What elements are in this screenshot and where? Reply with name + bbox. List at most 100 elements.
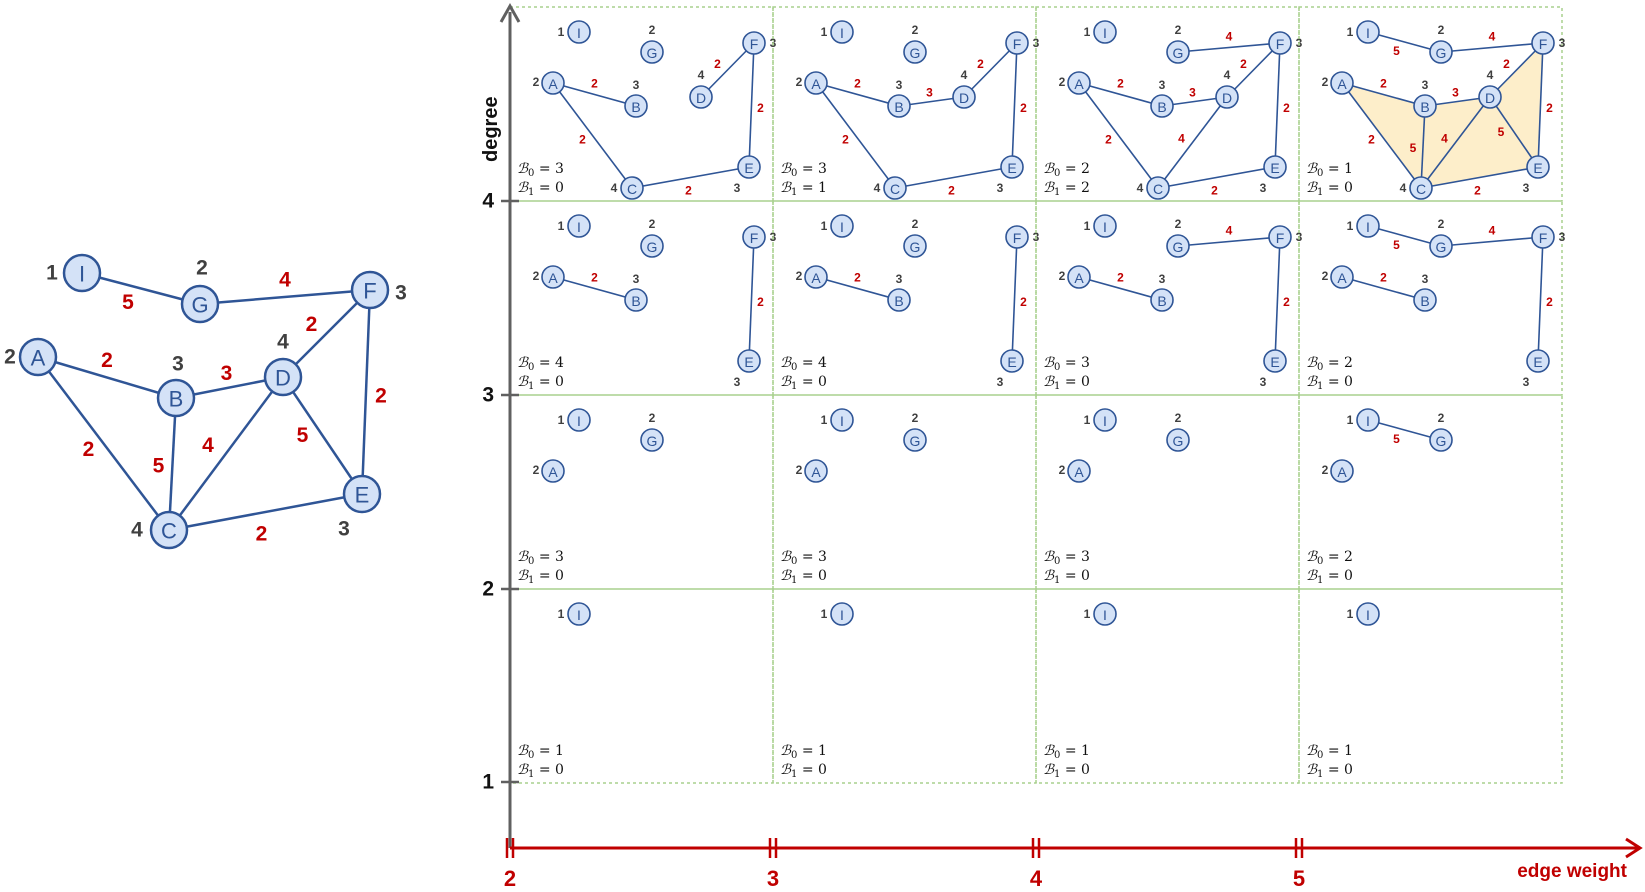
- cell-node-degree-I: 1: [1084, 25, 1091, 39]
- cell-edge-weight-CE: 2: [1211, 184, 1218, 198]
- cell-node-label-B: B: [1420, 293, 1429, 309]
- cell-node-circle-E: [737, 155, 761, 179]
- main-node-label-B: B: [169, 387, 184, 412]
- cell-node-label-I: I: [1366, 219, 1370, 235]
- cell-node-I: I1: [1347, 602, 1380, 626]
- cell-node-label-I: I: [1366, 413, 1370, 429]
- cell-node-degree-G: 2: [649, 217, 656, 231]
- cell-edge-weight-CE: 2: [1474, 184, 1481, 198]
- cell-node-B: B3: [887, 272, 911, 312]
- main-node-circle-D: [263, 357, 303, 397]
- cell-node-degree-D: 4: [698, 68, 705, 82]
- cell-node-D: D4: [952, 68, 976, 109]
- cell-node-degree-I: 1: [821, 219, 828, 233]
- cell-edge-GF: [1177, 42, 1281, 53]
- main-node-circle-G: [180, 284, 220, 324]
- main-edge-weight-EF: 2: [375, 385, 387, 408]
- main-node-label-I: I: [79, 262, 85, 287]
- main-edge-weight-GF: 4: [279, 269, 291, 292]
- cell-edge-weight-DF: 2: [1240, 57, 1247, 71]
- cell-node-label-B: B: [1157, 99, 1166, 115]
- cell-node-label-G: G: [1436, 239, 1447, 255]
- cell-node-degree-I: 1: [1084, 413, 1091, 427]
- cell-border: [1298, 6, 1563, 202]
- main-edge-weight-BC: 5: [153, 455, 165, 478]
- cell-node-circle-F: [1531, 225, 1555, 249]
- cell-node-label-E: E: [1533, 354, 1542, 370]
- cell-node-A: A2: [796, 459, 828, 483]
- cell-nodes: I1: [1084, 602, 1117, 626]
- cell-node-label-A: A: [811, 76, 821, 92]
- cell-node-circle-B: [887, 94, 911, 118]
- cell-edge-AB: [1078, 276, 1163, 301]
- betti-1-value: 0: [1344, 374, 1353, 390]
- betti-1-value: 0: [1081, 374, 1090, 390]
- cell-node-circle-B: [1413, 288, 1437, 312]
- cell-node-label-A: A: [548, 76, 558, 92]
- main-node-label-F: F: [363, 279, 376, 304]
- cell-node-label-B: B: [1157, 293, 1166, 309]
- cell-node-label-G: G: [910, 45, 921, 61]
- cell-node-E: E3: [1260, 349, 1287, 389]
- cell-node-label-F: F: [750, 230, 759, 246]
- betti-1: ℬ1 = 0: [780, 568, 827, 586]
- betti-1: ℬ1 = 0: [1306, 374, 1353, 392]
- cell-node-label-G: G: [1173, 433, 1184, 449]
- main-edge-weight-DF: 2: [306, 313, 318, 336]
- main-edge-weight-CD: 4: [202, 434, 214, 457]
- cell-node-degree-G: 2: [1438, 23, 1445, 37]
- betti-0: ℬ0 = 3: [780, 549, 827, 567]
- betti-0: ℬ0 = 1: [780, 743, 827, 761]
- cell-edge-weight-AB: 2: [854, 77, 861, 91]
- betti-0: ℬ0 = 3: [780, 161, 827, 179]
- cell-node-circle-E: [1526, 155, 1550, 179]
- main-node-circle-E: [342, 474, 382, 514]
- cell-node-B: B3: [624, 78, 648, 118]
- betti-0: ℬ0 = 1: [517, 743, 564, 761]
- main-edge-BC: [167, 397, 178, 531]
- cell-node-B: B3: [1413, 78, 1437, 118]
- cell-node-I: I1: [1084, 214, 1117, 238]
- cell-node-circle-B: [624, 288, 648, 312]
- cell-node-circle-G: [640, 428, 664, 452]
- cell-edge-weight-CE: 2: [685, 184, 692, 198]
- cell-edge-weight-GF: 4: [1489, 224, 1496, 238]
- main-node-I: I1: [46, 253, 102, 293]
- cell-node-label-I: I: [840, 25, 844, 41]
- cell-node-label-F: F: [1276, 230, 1285, 246]
- main-edge-CE: [168, 492, 363, 532]
- cell-node-label-A: A: [548, 270, 558, 286]
- cell-edge-weight-AB: 2: [1117, 77, 1124, 91]
- cell-node-circle-I: [1356, 214, 1380, 238]
- cell-node-G: G2: [1429, 411, 1453, 452]
- cell-node-degree-A: 2: [533, 75, 540, 89]
- cell-node-label-I: I: [840, 219, 844, 235]
- cell-node-circle-B: [1413, 94, 1437, 118]
- cell-node-circle-A: [804, 459, 828, 483]
- cell-edges: 5: [1367, 419, 1442, 446]
- betti-1-value: 0: [1344, 568, 1353, 584]
- cell-node-label-A: A: [548, 464, 558, 480]
- cell-node-G: G2: [640, 23, 664, 64]
- cell-edge-IG: [1367, 225, 1442, 247]
- cell-border: [1298, 200, 1563, 396]
- betti-0: ℬ0 = 1: [1043, 743, 1090, 761]
- cell-node-degree-I: 1: [1347, 25, 1354, 39]
- cell-edge-CE: [1420, 166, 1539, 189]
- cell-nodes: I1: [821, 602, 854, 626]
- cell-node-degree-A: 2: [533, 463, 540, 477]
- y-tick-label-3: 3: [482, 384, 494, 407]
- betti-0-value: 2: [1081, 161, 1090, 177]
- cell-node-circle-B: [887, 288, 911, 312]
- cell-node-circle-F: [1268, 31, 1292, 55]
- cell-node-degree-A: 2: [1322, 463, 1329, 477]
- cell-node-I: I1: [1084, 602, 1117, 626]
- main-node-G: G2: [180, 257, 220, 324]
